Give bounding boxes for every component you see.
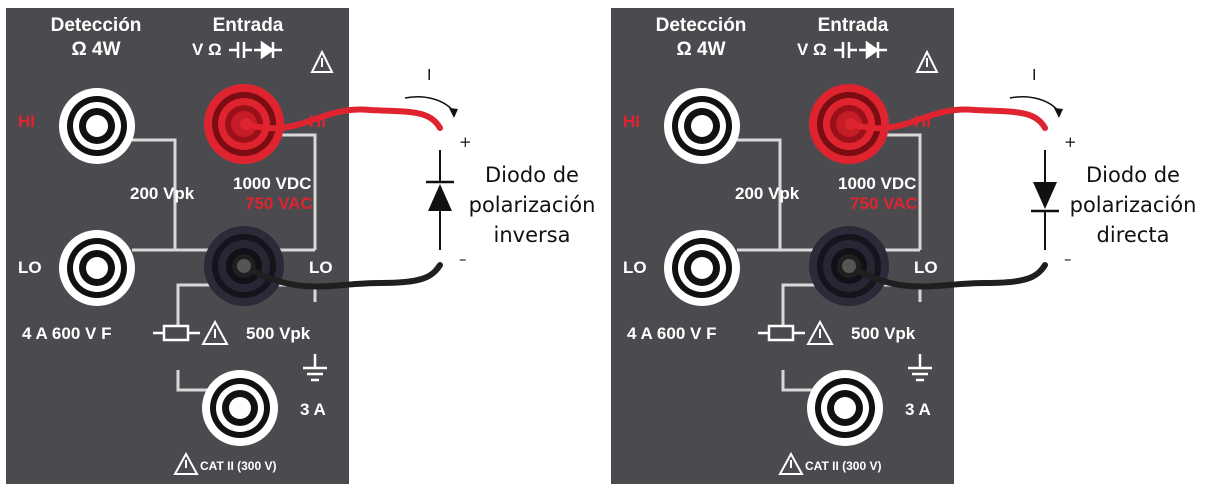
sense-lo-label: LO (623, 258, 647, 277)
diode-desc-line-3: directa (1096, 223, 1170, 247)
input-subtitle: V Ω (192, 40, 222, 59)
meter-front-panel-graphic (611, 8, 1063, 484)
jack-icon (664, 230, 740, 306)
limit-500vpk: 500 Vpk (246, 324, 311, 343)
black-test-lead (846, 262, 1048, 290)
meter-front-panel-graphic (6, 8, 458, 484)
limit-1000vdc: 1000 VDC (233, 174, 312, 193)
red-lead-plug (845, 118, 857, 130)
jack-icon (202, 370, 278, 446)
input-hi-label: HI (309, 112, 326, 131)
warning-icon (806, 319, 834, 345)
sense-lo-label: LO (18, 258, 42, 277)
jack-icon (664, 88, 740, 164)
jack-icon (807, 370, 883, 446)
limit-1000vdc: 1000 VDC (838, 174, 917, 193)
diode-desc-line-1: Diodo de (485, 163, 579, 187)
black-test-lead (241, 262, 443, 290)
limit-200vpk: 200 Vpk (130, 184, 195, 203)
diode-icon (254, 40, 282, 60)
minus-terminal: – (459, 250, 467, 268)
input-hi-label: HI (914, 112, 931, 131)
fuse-rating: 4 A 600 V F (22, 324, 112, 343)
amps-label: 3 A (300, 400, 326, 419)
diode-description: Diodo de polarización directa (1063, 160, 1203, 250)
current-label: I (1032, 66, 1037, 84)
input-lo-label: LO (914, 258, 938, 277)
red-test-lead (848, 106, 1048, 132)
limit-500vpk: 500 Vpk (851, 324, 916, 343)
meter-front-panel (611, 8, 954, 484)
fuse-icon (153, 324, 200, 342)
limit-750vac: 750 VAC (245, 194, 313, 213)
amps-label: 3 A (905, 400, 931, 419)
jack-icon (59, 88, 135, 164)
limit-200vpk: 200 Vpk (735, 184, 800, 203)
current-label: I (427, 66, 432, 84)
red-lead-plug (240, 118, 252, 130)
warning-icon (310, 49, 334, 73)
capacitor-icon (229, 42, 252, 58)
diode-description: Diodo de polarización inversa (462, 160, 602, 250)
sense-subtitle: Ω 4W (676, 39, 726, 60)
sense-title: Detección (655, 15, 747, 36)
diode-desc-line-2: polarización (468, 193, 596, 217)
sense-hi-label: HI (623, 112, 640, 131)
fuse-rating: 4 A 600 V F (627, 324, 717, 343)
sense-subtitle: Ω 4W (71, 39, 121, 60)
fuse-icon (758, 324, 805, 342)
ground-icon (303, 354, 327, 382)
warning-icon (201, 319, 229, 345)
input-lo-label: LO (309, 258, 333, 277)
cat-rating: CAT II (300 V) (200, 459, 277, 473)
diode-symbol-icon (1031, 150, 1059, 250)
current-arrow-icon (1009, 96, 1063, 118)
input-title: Entrada (212, 15, 284, 36)
diagram-forward-bias: Detección Ω 4W Entrada V Ω HI HI LO LO 2… (605, 0, 1205, 484)
input-subtitle: V Ω (797, 40, 827, 59)
diode-desc-line-3: inversa (493, 223, 571, 247)
limit-750vac: 750 VAC (850, 194, 918, 213)
red-test-lead (243, 106, 443, 132)
capacitor-icon (834, 42, 857, 58)
sense-title: Detección (50, 15, 142, 36)
plus-terminal: + (1064, 133, 1077, 151)
minus-terminal: – (1064, 250, 1072, 268)
warning-icon (778, 451, 804, 475)
warning-icon (173, 451, 199, 475)
diode-desc-line-2: polarización (1069, 193, 1197, 217)
cat-rating: CAT II (300 V) (805, 459, 882, 473)
plus-terminal: + (459, 133, 472, 151)
diode-desc-line-1: Diodo de (1086, 163, 1180, 187)
meter-front-panel (6, 8, 349, 484)
ground-icon (908, 354, 932, 382)
jack-icon (59, 230, 135, 306)
input-title: Entrada (817, 15, 889, 36)
diode-icon (859, 40, 887, 60)
sense-hi-label: HI (18, 112, 35, 131)
diagram-reverse-bias: Detección Ω 4W Entrada V Ω HI HI LO LO 2… (0, 0, 600, 484)
warning-icon (915, 49, 939, 73)
diode-symbol-icon (426, 150, 454, 250)
current-arrow-icon (404, 96, 458, 118)
